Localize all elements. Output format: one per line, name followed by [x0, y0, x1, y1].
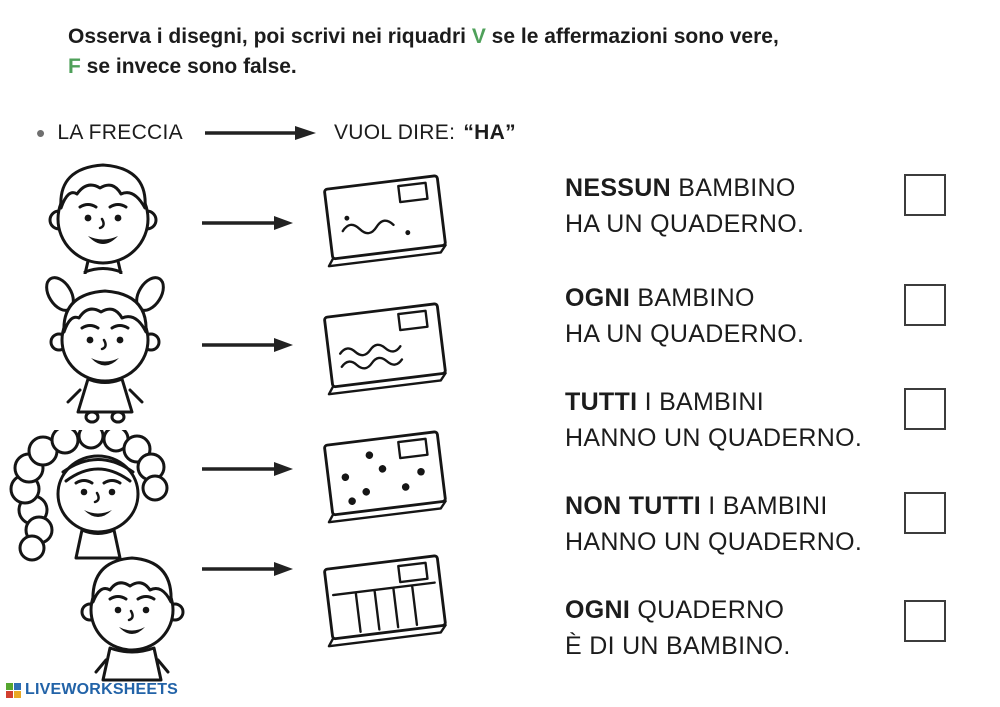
boy-bowl-cut-icon: [80, 556, 185, 682]
boy-short-hair-icon: [48, 163, 158, 274]
notebook-wavy-icon: [323, 174, 447, 268]
right-arrow-icon: [202, 562, 293, 576]
liveworksheets-brand-link[interactable]: LIVEWORKSHEETS: [25, 681, 179, 698]
answer-key-v: V: [471, 25, 486, 48]
statement-4-line-1: NON TUTTI I BAMBINI: [565, 488, 915, 524]
statement-3-line-2: HANNO UN QUADERNO.: [565, 424, 863, 452]
footer: LIVEWORKSHEETS: [6, 681, 178, 699]
statement-2: OGNI BAMBINO HA UN QUADERNO.: [565, 280, 915, 352]
statement-1-text: BAMBINO: [671, 174, 796, 202]
statement-3-text: I BAMBINI: [637, 388, 764, 416]
statement-1-keyword: NESSUN: [565, 174, 671, 202]
right-arrow-icon: [202, 216, 293, 230]
statement-3-line-1: TUTTI I BAMBINI: [565, 384, 915, 420]
girl-curly-hair-icon: [9, 430, 169, 562]
instructions-text-2: se le affermazioni sono vere,: [485, 25, 779, 48]
statement-3-keyword: TUTTI: [565, 388, 638, 416]
legend-meaning-bold: “HA”: [463, 121, 516, 144]
answer-box-5[interactable]: [904, 600, 946, 642]
instructions-text-1: Osserva i disegni, poi scrivi nei riquad…: [68, 25, 472, 48]
statement-5-line-2: È DI UN BAMBINO.: [565, 632, 791, 660]
statement-4: NON TUTTI I BAMBINI HANNO UN QUADERNO.: [565, 488, 915, 560]
statement-4-text: I BAMBINI: [701, 492, 828, 520]
statement-5-text: QUADERNO: [630, 596, 785, 624]
statement-2-line-2: HA UN QUADERNO.: [565, 320, 805, 348]
answer-box-3[interactable]: [904, 388, 946, 430]
notebook-stripes-icon: [323, 554, 447, 648]
right-arrow-icon: [202, 462, 293, 476]
legend-meaning-prefix: VUOL DIRE:: [333, 121, 462, 144]
legend-row: • LA FRECCIA VUOL DIRE: “HA”: [36, 120, 516, 146]
statement-5: OGNI QUADERNO È DI UN BAMBINO.: [565, 592, 915, 664]
answer-key-f: F: [68, 55, 81, 79]
answer-box-2[interactable]: [904, 284, 946, 326]
instructions-text-3: se invece sono false.: [80, 55, 297, 79]
notebook-waves-icon: [323, 302, 447, 396]
statement-5-keyword: OGNI: [565, 596, 631, 624]
girl-pigtails-icon: [45, 276, 165, 424]
statement-4-line-2: HANNO UN QUADERNO.: [565, 528, 863, 556]
right-arrow-icon: [204, 126, 316, 140]
statement-2-keyword: OGNI: [565, 284, 631, 312]
statement-4-keyword: NON TUTTI: [565, 492, 702, 520]
statement-1: NESSUN BAMBINO HA UN QUADERNO.: [565, 170, 915, 242]
legend-meaning: VUOL DIRE: “HA”: [334, 121, 516, 145]
statement-1-line-1: NESSUN BAMBINO: [565, 170, 915, 206]
notebook-dots-icon: [323, 430, 447, 524]
statement-1-line-2: HA UN QUADERNO.: [565, 210, 805, 238]
statement-5-line-1: OGNI QUADERNO: [565, 592, 915, 628]
statement-2-text: BAMBINO: [630, 284, 755, 312]
answer-box-1[interactable]: [904, 174, 946, 216]
statement-2-line-1: OGNI BAMBINO: [565, 280, 915, 316]
answer-box-4[interactable]: [904, 492, 946, 534]
legend-label: LA FRECCIA: [57, 121, 183, 144]
bullet-icon: •: [36, 118, 46, 148]
instructions: Osserva i disegni, poi scrivi nei riquad…: [68, 22, 988, 83]
liveworksheets-logo-icon: [6, 682, 21, 698]
right-arrow-icon: [202, 338, 293, 352]
statement-3: TUTTI I BAMBINI HANNO UN QUADERNO.: [565, 384, 915, 456]
